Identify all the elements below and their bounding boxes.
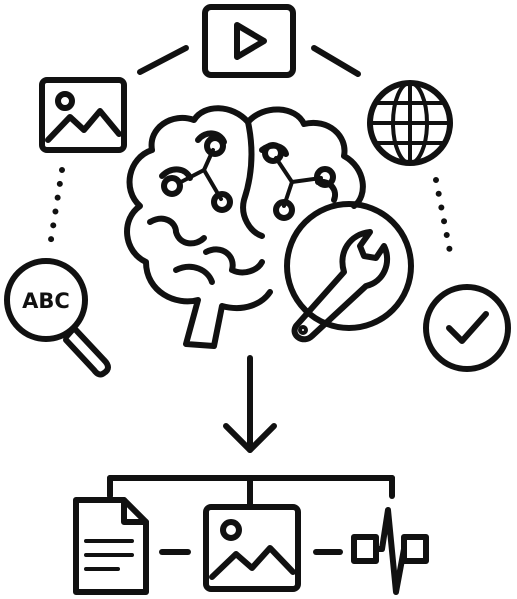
document-icon (73, 497, 149, 595)
brain-circuit-right (262, 142, 336, 221)
abc-magnifier-icon: ABC (4, 258, 111, 378)
wrench-icon (284, 201, 414, 343)
connector-lines (47, 45, 455, 265)
brain-outline-left (124, 105, 273, 349)
connector-globe-check (433, 177, 455, 265)
output-image-icon (203, 504, 301, 592)
globe-icon (367, 80, 453, 166)
image-icon (39, 77, 127, 153)
check-circle-icon (423, 284, 511, 372)
connector-image-magnifier (47, 167, 65, 249)
ai-brain-icon (124, 105, 366, 349)
connector-video-globe (311, 45, 361, 77)
brain-fissure (240, 119, 265, 239)
play-video-icon (202, 4, 296, 78)
down-arrow-icon (223, 355, 277, 453)
waveform-icon (351, 507, 429, 595)
brain-circuit-left (161, 135, 233, 213)
connector-video-image (137, 45, 189, 75)
magnifier-text: ABC (22, 289, 70, 313)
output-branch-lines (107, 475, 395, 555)
brain-outline-right (245, 106, 366, 209)
